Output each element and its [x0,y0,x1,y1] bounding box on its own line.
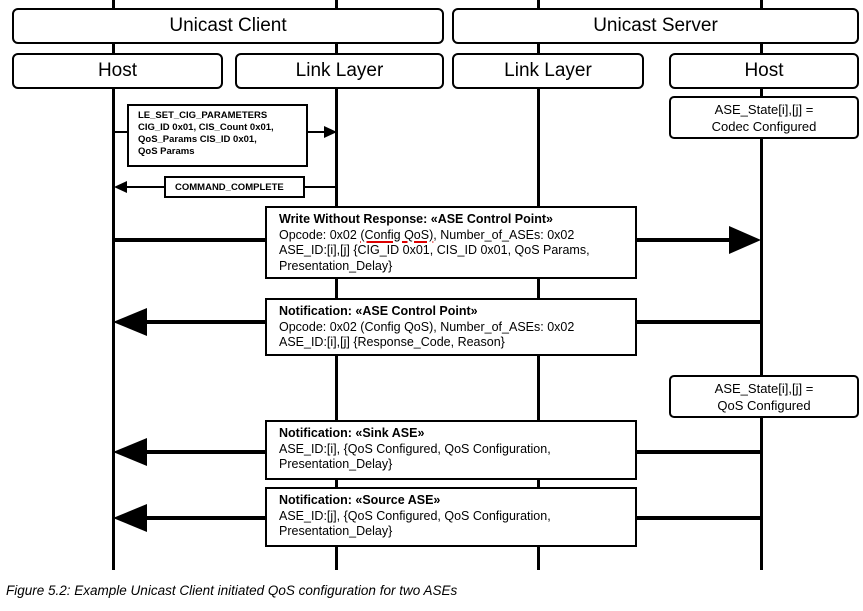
arrow-write-shaft-right [637,238,732,242]
header-unicast-client-label: Unicast Client [169,15,287,36]
notify-sink-title: Notification: «Sink ASE» [279,426,425,440]
set-cig-line-3: QoS_Params CIS_ID 0x01, [138,134,257,145]
command-complete-label: COMMAND_COMPLETE [175,182,284,193]
header-client-link-layer-label: Link Layer [295,60,384,81]
header-server-link-layer: Link Layer [452,53,644,89]
notify-source-title: Notification: «Source ASE» [279,493,441,507]
lifeline-server-host [760,0,763,570]
arrow-sink-shaft-right [637,450,761,454]
arrowhead-sink [113,438,147,466]
notification-control-point-box: Notification: «ASE Control Point» Opcode… [265,298,637,356]
arrowhead-cmd-complete [114,181,127,193]
header-client-link-layer: Link Layer [235,53,444,89]
arrow-set-cig-shaft [113,131,127,133]
set-cig-parameters-box: LE_SET_CIG_PARAMETERS CIG_ID 0x01, CIS_C… [127,104,308,167]
header-client-host-label: Host [97,60,138,81]
arrowhead-source [113,504,147,532]
notification-sink-ase-box: Notification: «Sink ASE» ASE_ID:[i], {Qo… [265,420,637,480]
state-qos-line-2: QoS Configured [717,398,811,413]
arrow-source-shaft-left [145,516,265,520]
figure-caption: Figure 5.2: Example Unicast Client initi… [6,583,458,598]
state-codec-line-1: ASE_State[i],[j] = [714,102,814,117]
header-server-host: Host [669,53,859,89]
arrow-notify-cp-shaft-left [145,320,265,324]
notify-sink-line-2: Presentation_Delay} [279,457,393,471]
notify-source-line-2: Presentation_Delay} [279,524,393,538]
arrow-cmd-complete-shaft-right [305,186,335,188]
write-line-1-count: , Number_of_ASEs: 0x02 [433,227,575,242]
header-server-host-label: Host [744,60,784,81]
write-title: Write Without Response: «ASE Control Poi… [279,212,553,226]
write-without-response-box: Write Without Response: «ASE Control Poi… [265,206,637,279]
set-cig-line-1: LE_SET_CIG_PARAMETERS [138,110,268,121]
command-complete-box: COMMAND_COMPLETE [164,176,305,198]
lifeline-client-host [112,0,115,570]
state-qos-line-1: ASE_State[i],[j] = [714,381,814,396]
set-cig-line-4: QoS Params [138,146,195,157]
lifeline-client-link-layer [335,0,338,570]
header-server-link-layer-label: Link Layer [504,60,592,81]
arrow-cmd-complete-shaft-left [124,186,164,188]
arrowhead-set-cig [324,126,337,138]
arrow-write-shaft-left [113,238,265,242]
notify-cp-title: Notification: «ASE Control Point» [279,304,478,318]
notify-cp-line-1: Opcode: 0x02 (Config QoS), Number_of_ASE… [279,319,575,334]
state-codec-line-2: Codec Configured [711,119,817,134]
arrow-sink-shaft-left [145,450,265,454]
header-unicast-server-label: Unicast Server [593,15,718,36]
notify-source-line-1: ASE_ID:[j], {QoS Configured, QoS Configu… [279,508,551,523]
header-client-host: Host [12,53,223,89]
state-codec-configured: ASE_State[i],[j] = Codec Configured [669,96,859,139]
arrow-set-cig-shaft-right [308,131,328,133]
state-qos-configured: ASE_State[i],[j] = QoS Configured [669,375,859,418]
lifeline-server-link-layer [537,0,540,570]
write-line-3: Presentation_Delay} [279,258,393,273]
arrowhead-write [729,226,761,254]
write-line-1: Opcode: 0x02 (Config QoS), Number_of_ASE… [279,228,635,244]
write-line-2: ASE_ID:[i],[j] {CIG_ID 0x01, CIS_ID 0x01… [279,243,590,257]
arrowhead-notify-cp [113,308,147,336]
set-cig-line-2: CIG_ID 0x01, CIS_Count 0x01, [138,122,274,133]
header-unicast-server: Unicast Server [452,8,859,44]
notify-cp-line-2: ASE_ID:[i],[j] {Response_Code, Reason} [279,335,505,349]
notification-source-ase-box: Notification: «Source ASE» ASE_ID:[j], {… [265,487,637,547]
header-unicast-client: Unicast Client [12,8,444,44]
arrow-source-shaft-right [637,516,761,520]
write-line-1-opcode: Opcode: 0x02 [279,227,361,242]
notify-sink-line-1: ASE_ID:[i], {QoS Configured, QoS Configu… [279,441,551,456]
arrow-notify-cp-shaft-right [637,320,761,324]
write-line-1-config-qos: (Config QoS) [360,227,434,242]
